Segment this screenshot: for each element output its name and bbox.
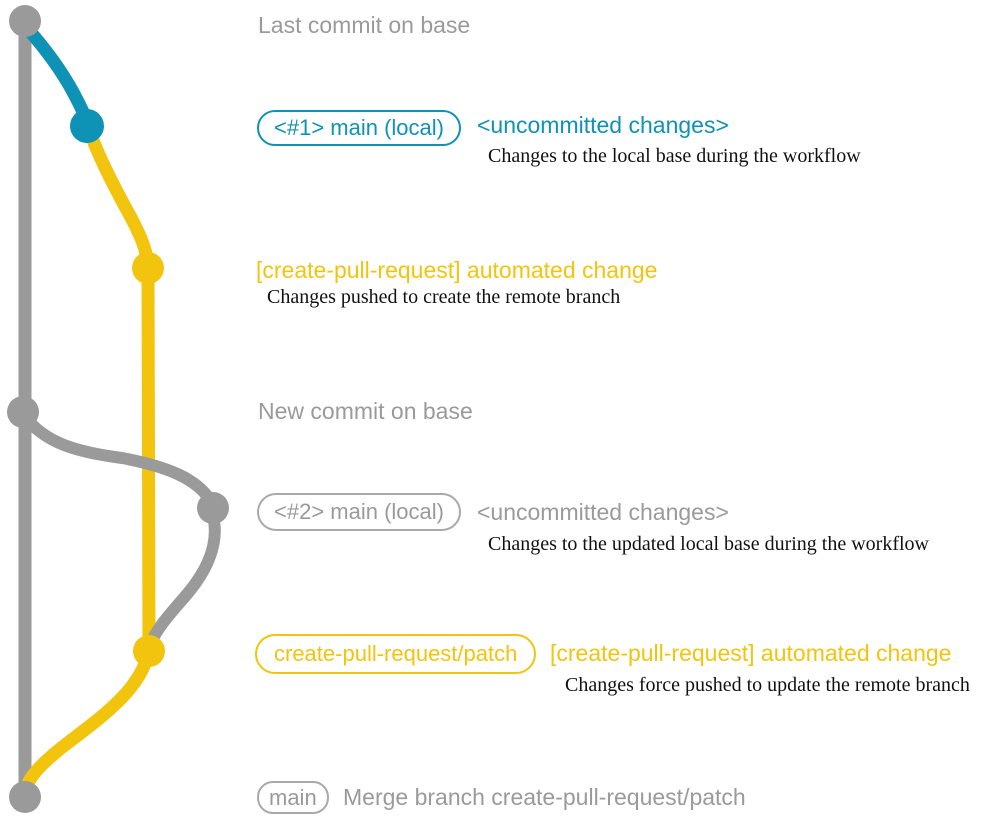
uncommitted-changes-label-1: <uncommitted changes> xyxy=(477,112,729,138)
branch-badge-create-pull-request-patch: create-pull-request/patch xyxy=(255,634,537,674)
edge-main2-to-patch2 xyxy=(144,510,221,649)
git-graph xyxy=(7,5,229,813)
edge-base2-to-main2 xyxy=(18,410,218,507)
commit-node-merge xyxy=(9,781,41,813)
branch-badge-main: main xyxy=(257,781,329,814)
branch-badge-main-local-2: <#2> main (local) xyxy=(257,493,461,531)
commit-node-main-1 xyxy=(70,109,104,143)
commit-node-patch-2 xyxy=(133,635,165,667)
automated-change-label-1: [create-pull-request] automated change xyxy=(256,257,658,283)
automated-change-label-2: [create-pull-request] automated change xyxy=(550,640,952,666)
description-local-base-changes: Changes to the local base during the wor… xyxy=(488,145,861,167)
commit-node-patch-1 xyxy=(132,252,164,284)
edge-main1-to-patch1 xyxy=(82,127,155,265)
description-updated-local-base-changes: Changes to the updated local base during… xyxy=(488,533,929,555)
last-commit-on-base-label: Last commit on base xyxy=(258,12,471,38)
new-commit-on-base-label: New commit on base xyxy=(258,398,473,424)
merge-branch-label: Merge branch create-pull-request/patch xyxy=(343,784,746,810)
commit-node-base-2 xyxy=(7,396,39,428)
description-push-create-branch: Changes pushed to create the remote bran… xyxy=(267,286,621,308)
commit-node-main-2 xyxy=(197,492,229,524)
edge-patch2-to-merge xyxy=(18,653,155,794)
uncommitted-changes-label-2: <uncommitted changes> xyxy=(477,499,729,525)
branch-badge-main-local-1: <#1> main (local) xyxy=(257,110,461,146)
edge-base-to-main1 xyxy=(22,23,94,125)
commit-node-base-1 xyxy=(9,5,41,37)
description-force-push-update-branch: Changes force pushed to update the remot… xyxy=(565,674,970,696)
